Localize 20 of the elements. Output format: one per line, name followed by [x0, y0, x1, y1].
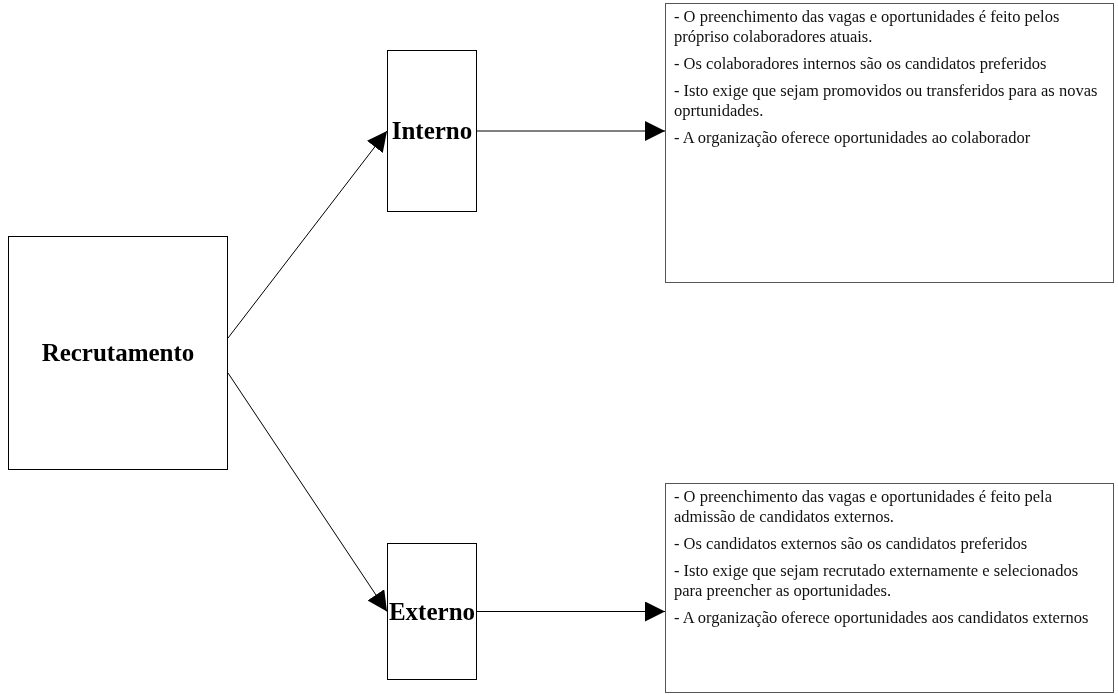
box-title: Interno	[391, 117, 473, 145]
arrow	[476, 601, 666, 622]
arrow	[476, 121, 666, 141]
arrow	[227, 130, 388, 339]
bullet-text: - Os candidatos externos são os candidatos preferidos	[674, 534, 1029, 554]
bullet-text: - Os colaboradores internos são os candidatos preferidos	[674, 54, 1048, 74]
bullet-text: - O preenchimento das vagas e oportunidades é feito pelos própriso colaboradores atuais.	[674, 7, 1061, 47]
process-box	[387, 543, 477, 680]
text-box	[665, 483, 1114, 693]
box-title: Recrutamento	[41, 339, 195, 367]
bullet-text: - O preenchimento das vagas e oportunidades é feito pela admissão de candidatos externos.	[674, 487, 1053, 527]
bullet-text: - A organização oferece oportunidades ao colaborador	[674, 128, 1032, 148]
box-title: Externo	[388, 597, 476, 626]
process-box	[8, 236, 228, 470]
bullet-text: - A organização oferece oportunidades aos candidatos externos	[674, 608, 1090, 628]
bullet-text: - Isto exige que sejam recrutado externamente e selecionados para preencher as oportunidades.	[674, 561, 1080, 601]
bullet-text: - Isto exige que sejam promovidos ou transferidos para as novas oprtunidades.	[674, 81, 1099, 121]
text-box	[665, 3, 1114, 283]
process-box	[387, 50, 477, 212]
arrow	[227, 372, 388, 612]
